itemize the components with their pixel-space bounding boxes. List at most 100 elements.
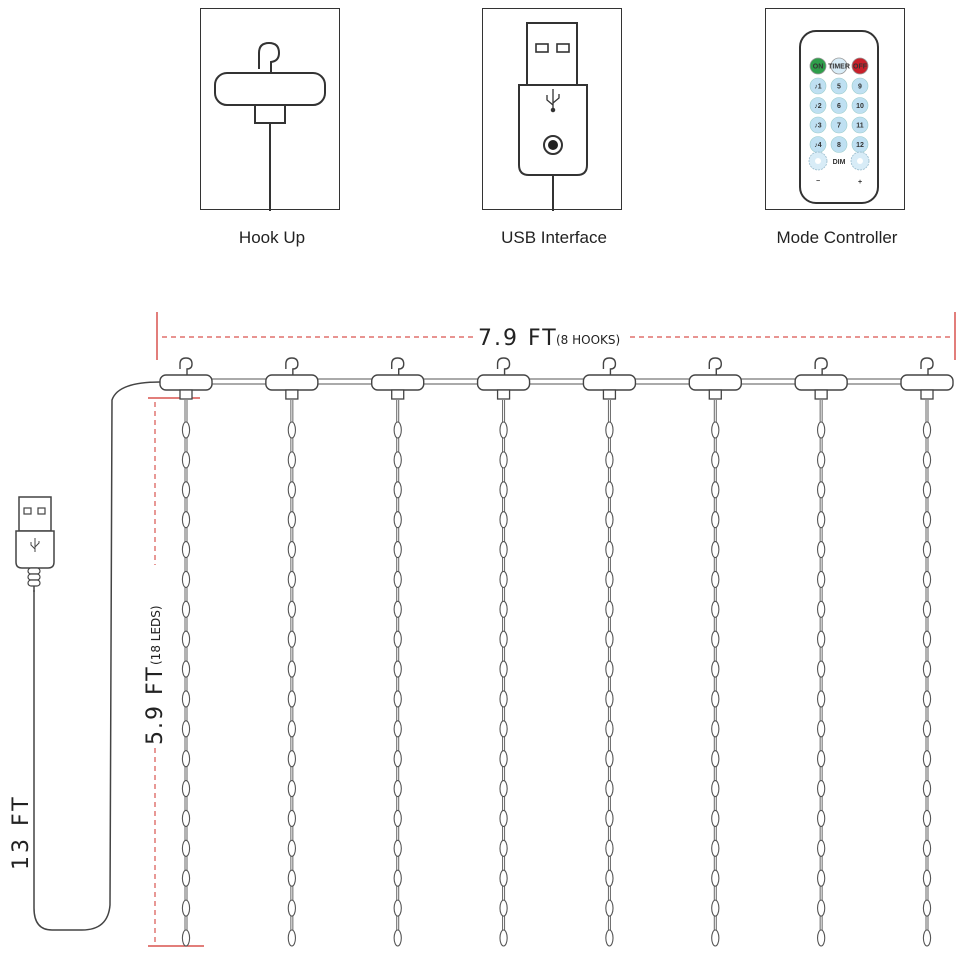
width-dimension: 7.9 FT (8 HOOKS) xyxy=(156,312,956,360)
led-bulb xyxy=(605,690,614,708)
led-bulb xyxy=(605,839,614,857)
remote-on-button: ON xyxy=(809,57,827,75)
led-bulb xyxy=(181,809,191,828)
led-bulb xyxy=(816,630,826,648)
hook-icon xyxy=(582,357,637,400)
led-bulb xyxy=(181,720,191,738)
led-bulb xyxy=(393,451,402,469)
led-bulb xyxy=(287,481,297,499)
led-bulb xyxy=(605,540,614,559)
led-bulb xyxy=(922,451,932,469)
led-bulb xyxy=(605,929,614,947)
led-bulb xyxy=(922,750,932,768)
led-bulb xyxy=(393,630,402,648)
led-bulb xyxy=(605,511,614,529)
strand-7 xyxy=(794,357,848,947)
led-bulb xyxy=(816,421,826,439)
led-bulb xyxy=(393,511,402,529)
svg-text:♪3: ♪3 xyxy=(814,123,822,130)
led-bulb xyxy=(711,630,720,648)
led-bulb xyxy=(287,451,297,469)
hook-icon xyxy=(371,357,425,400)
hook-icon xyxy=(476,357,531,400)
led-bulb xyxy=(287,780,297,798)
led-bulb xyxy=(816,690,826,708)
remote-button-6: 6 xyxy=(830,97,848,114)
led-bulb xyxy=(499,481,508,499)
led-bulb xyxy=(499,690,508,708)
remote-dim-controls: DIM−+ xyxy=(808,151,870,186)
svg-text:DIM: DIM xyxy=(833,159,846,166)
led-bulb xyxy=(816,481,826,499)
led-bulb xyxy=(181,540,191,559)
led-bulb xyxy=(922,481,932,499)
led-bulb xyxy=(499,720,508,738)
led-bulb xyxy=(393,421,402,439)
led-bulb xyxy=(711,690,720,708)
remote-button-music-1: ♪1 xyxy=(809,77,827,95)
led-bulb xyxy=(287,660,297,678)
led-bulb xyxy=(499,839,508,857)
led-bulb xyxy=(181,570,191,588)
svg-text:9: 9 xyxy=(858,84,862,91)
led-bulb xyxy=(605,570,614,588)
height-dimension: 5.9 FT (18 LEDS) xyxy=(143,397,204,947)
remote-button-5: 5 xyxy=(830,77,848,95)
led-bulb xyxy=(393,481,402,499)
led-bulb xyxy=(816,570,826,588)
led-bulb xyxy=(287,570,297,588)
remote-button-11: 11 xyxy=(851,116,869,134)
usb-plug-icon xyxy=(518,22,588,211)
led-bulb xyxy=(816,869,826,887)
led-bulb xyxy=(287,630,297,648)
led-bulb xyxy=(816,750,826,768)
height-value: 5.9 FT xyxy=(143,665,168,745)
led-bulb xyxy=(393,929,402,947)
led-bulb xyxy=(287,540,297,559)
led-bulb xyxy=(605,481,614,499)
led-bulb xyxy=(711,750,720,768)
hook-icon xyxy=(159,357,213,400)
usb-interface-label: USB Interface xyxy=(501,228,607,247)
led-bulb xyxy=(816,809,826,828)
width-value: 7.9 FT xyxy=(478,326,558,351)
led-bulb xyxy=(816,839,826,857)
led-bulb xyxy=(393,780,402,798)
led-bulb xyxy=(711,660,720,678)
led-bulb xyxy=(499,750,508,768)
led-bulb xyxy=(922,809,932,828)
led-bulb xyxy=(499,421,508,439)
led-bulb xyxy=(287,750,297,768)
led-bulb xyxy=(181,481,191,499)
strand-4 xyxy=(476,357,531,947)
hook-up-label: Hook Up xyxy=(238,228,306,247)
svg-text:+: + xyxy=(858,179,862,186)
led-bulb xyxy=(922,869,932,887)
svg-text:♪2: ♪2 xyxy=(814,103,822,110)
usb-interface-panel xyxy=(482,8,622,211)
svg-text:11: 11 xyxy=(856,123,864,130)
led-bulb xyxy=(605,720,614,738)
svg-text:10: 10 xyxy=(856,103,864,110)
led-bulb xyxy=(181,421,191,439)
strand-2 xyxy=(265,357,319,947)
svg-text:♪4: ♪4 xyxy=(814,142,822,149)
led-bulb xyxy=(287,511,297,529)
led-bulb xyxy=(181,511,191,529)
led-bulb xyxy=(605,630,614,648)
led-bulb xyxy=(816,660,826,678)
led-bulb xyxy=(711,481,720,499)
led-bulb xyxy=(605,899,614,917)
led-bulb xyxy=(499,540,508,559)
svg-text:ON: ON xyxy=(813,64,824,71)
width-note: (8 HOOKS) xyxy=(556,333,620,347)
led-bulb xyxy=(499,869,508,887)
led-bulb xyxy=(499,809,508,828)
led-bulb xyxy=(499,630,508,648)
led-bulb xyxy=(499,780,508,798)
led-bulb xyxy=(499,660,508,678)
led-bulb xyxy=(499,899,508,917)
led-bulb xyxy=(922,720,932,738)
led-bulb xyxy=(393,750,402,768)
